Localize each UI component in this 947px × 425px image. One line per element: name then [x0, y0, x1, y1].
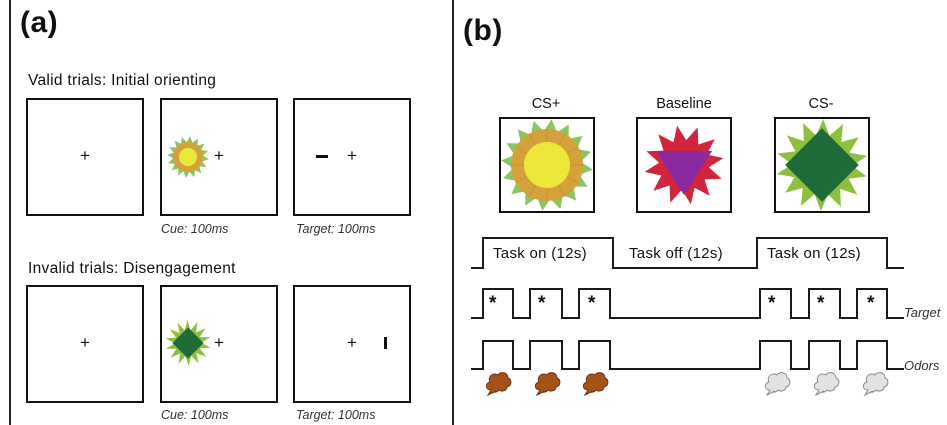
left-border-line [9, 0, 11, 425]
row-label-odors: Odors [904, 358, 940, 373]
target-bar-horizontal [316, 155, 328, 158]
cs-minus-stimulus-frame [774, 117, 870, 213]
valid-cue-sun-icon [167, 136, 209, 178]
sun-ray [528, 184, 537, 197]
valid-target-frame [293, 98, 411, 216]
panel-b-label: (b) [463, 14, 503, 47]
brown-odor-cloud-icon [534, 372, 561, 397]
valid-cue-caption: Cue: 100ms [161, 222, 229, 236]
target-marker: * [768, 293, 776, 314]
target-marker: * [538, 293, 546, 314]
target-marker: * [867, 293, 875, 314]
invalid-trials-title: Invalid trials: Disengagement [28, 260, 236, 277]
invalid-target-caption: Target: 100ms [296, 408, 376, 422]
sun-ray [566, 175, 579, 184]
invalid-cue-caption: Cue: 100ms [161, 408, 229, 422]
sun-ray [528, 133, 537, 146]
valid-fixation-frame [26, 98, 144, 216]
panel-divider-line [452, 0, 454, 425]
cs-minus-diamond-icon [776, 119, 868, 211]
target-timeline [471, 288, 904, 319]
cs-plus-sun-icon [501, 119, 593, 211]
cs-plus-stimulus-frame [499, 117, 595, 213]
target-marker: * [817, 293, 825, 314]
sun-ray [557, 184, 566, 197]
invalid-cue-diamond-icon [165, 320, 211, 366]
odor-timeline [471, 340, 904, 370]
target-marker: * [489, 293, 497, 314]
valid-cue-frame [160, 98, 278, 216]
invalid-target-frame [293, 285, 411, 403]
stimulus-label-cs-plus: CS+ [531, 96, 561, 112]
valid-trials-title: Valid trials: Initial orienting [28, 72, 217, 89]
fixation-cross: + [347, 333, 357, 352]
sun-ray [557, 133, 566, 146]
stimulus-label-cs-minus: CS- [808, 96, 834, 112]
fixation-cross: + [214, 146, 224, 165]
grey-odor-cloud-icon [764, 372, 791, 397]
phase-label-task-on-1: Task on (12s) [493, 245, 587, 262]
brown-odor-cloud-icon [582, 372, 609, 397]
phase-label-task-off: Task off (12s) [629, 245, 723, 262]
valid-target-caption: Target: 100ms [296, 222, 376, 236]
target-marker: * [588, 293, 596, 314]
baseline-star-triangle-icon [644, 125, 724, 205]
invalid-fixation-frame [26, 285, 144, 403]
grey-odor-cloud-icon [862, 372, 889, 397]
invalid-cue-frame [160, 285, 278, 403]
sun-ray [515, 175, 528, 184]
sun-ray [515, 146, 528, 155]
row-label-target: Target [904, 305, 941, 320]
phase-label-task-on-2: Task on (12s) [767, 245, 861, 262]
fixation-cross: + [80, 333, 90, 352]
target-bar-vertical [384, 337, 387, 349]
brown-odor-cloud-icon [485, 372, 512, 397]
stimulus-label-baseline: Baseline [656, 96, 712, 112]
grey-odor-cloud-icon [813, 372, 840, 397]
baseline-stimulus-frame [636, 117, 732, 213]
fixation-cross: + [214, 333, 224, 352]
panel-a-label: (a) [20, 6, 59, 39]
sun-ray [566, 146, 579, 155]
fixation-cross: + [347, 146, 357, 165]
task-timeline [471, 237, 904, 269]
fixation-cross: + [80, 146, 90, 165]
